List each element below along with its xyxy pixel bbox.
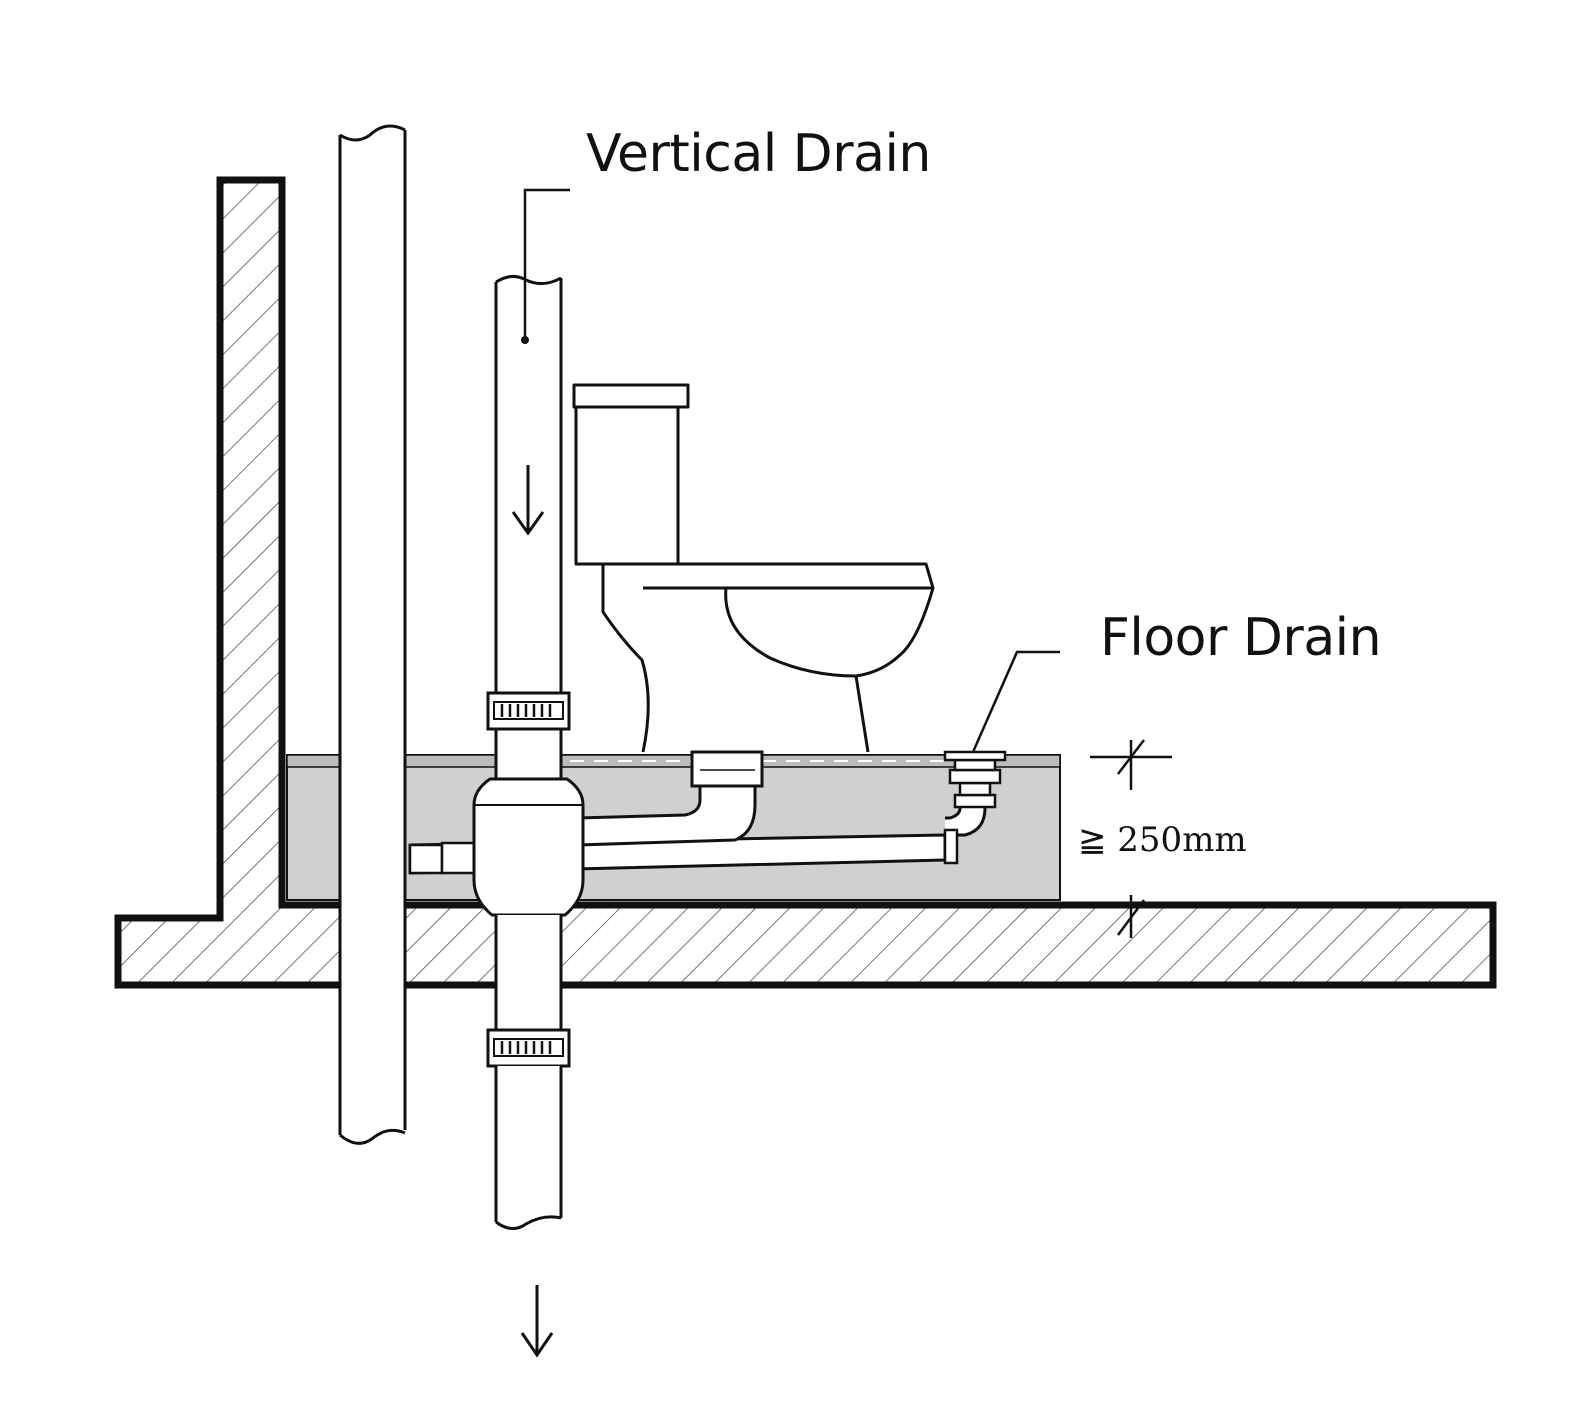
main-vertical-drain-pipe (472, 275, 585, 1230)
toilet-bowl (854, 587, 935, 753)
left-riser-pipe (338, 124, 407, 1145)
toilet-pedestal (601, 564, 650, 753)
toilet-seat (600, 562, 935, 590)
vertical-drain-label: Vertical Drain (586, 124, 931, 184)
flow-arrow-down-icon (511, 465, 545, 536)
dimension-label: ≧ 250mm (1078, 820, 1247, 860)
toilet-tank-lid (572, 383, 690, 409)
dimension-markers (1090, 739, 1172, 938)
floor-drain (943, 750, 1007, 865)
vertical-drain-leader (521, 188, 570, 344)
tee-fitting (472, 777, 585, 917)
concrete-wall-and-slab (114, 176, 1497, 989)
toilet (572, 383, 935, 753)
flow-arrow-down-icon-bottom (520, 1285, 554, 1358)
toilet-tank (574, 405, 680, 566)
floor-drain-leader (971, 650, 1060, 753)
floor-drain-label: Floor Drain (1100, 608, 1382, 668)
